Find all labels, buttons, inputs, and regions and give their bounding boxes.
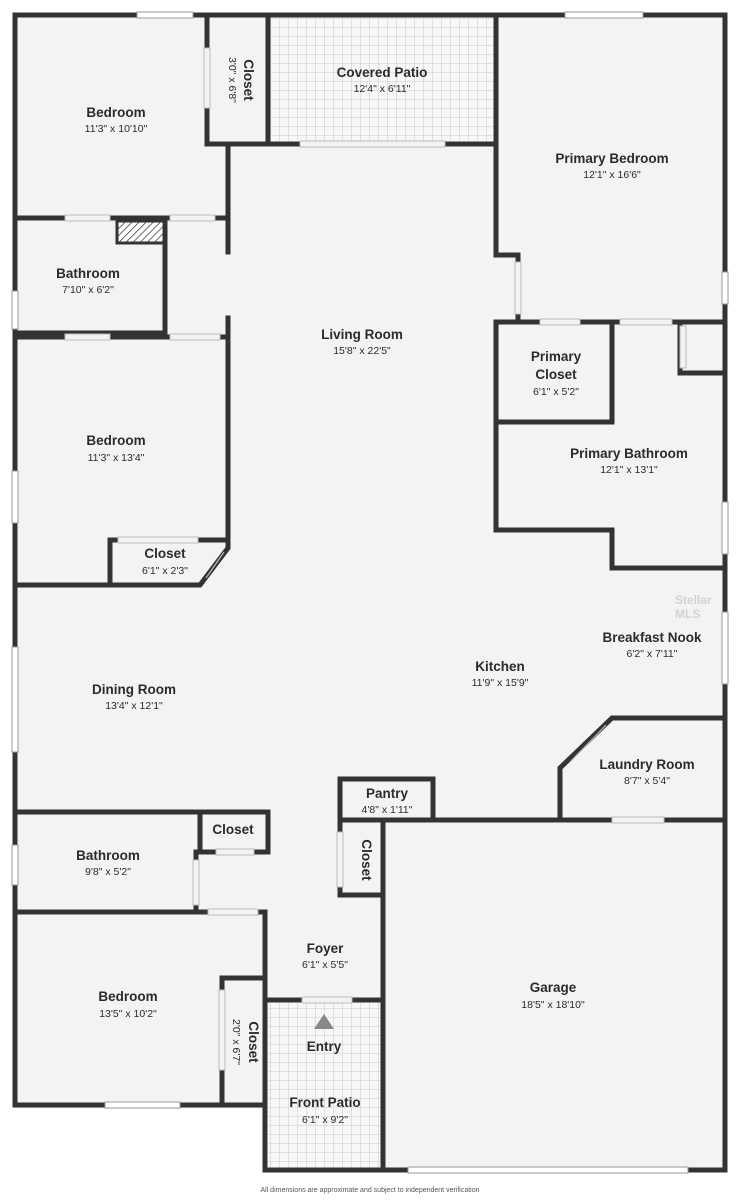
label-closet-sw: Closet xyxy=(212,822,254,837)
room-labels: Bedroom 11'3" x 10'10" Closet 3'0" x 6'8… xyxy=(56,57,702,1126)
dim-living-room: 15'8" x 22'5" xyxy=(333,345,391,357)
door-arcs xyxy=(205,551,607,763)
dim-bathroom-n: 7'10" x 6'2" xyxy=(62,284,114,296)
dim-bedroom-s: 13'5" x 10'2" xyxy=(99,1008,157,1020)
label-bedroom-s: Bedroom xyxy=(98,989,157,1004)
label-bedroom-nw: Bedroom xyxy=(86,105,145,120)
dim-primary-bathroom: 12'1" x 13'1" xyxy=(600,464,658,476)
door-openings xyxy=(64,47,687,1071)
dim-breakfast-nook: 6'2" x 7'11" xyxy=(627,648,678,660)
dim-pantry: 4'8" x 1'11" xyxy=(362,804,413,816)
label-primary-closet-1: Primary xyxy=(531,349,582,364)
label-bathroom-n: Bathroom xyxy=(56,266,120,281)
entry-arrow-icon xyxy=(314,1014,334,1029)
label-foyer: Foyer xyxy=(307,941,345,956)
dim-closet-w: 6'1" x 2'3" xyxy=(142,565,188,577)
label-closet-w: Closet xyxy=(144,546,186,561)
dim-covered-patio: 12'4" x 6'11" xyxy=(354,83,411,95)
label-primary-bedroom: Primary Bedroom xyxy=(555,151,668,166)
label-garage: Garage xyxy=(530,980,577,995)
watermark: Stellar MLS xyxy=(675,593,712,621)
label-closet-s: Closet xyxy=(246,1021,261,1063)
dim-laundry-room: 8'7" x 5'4" xyxy=(624,775,670,787)
dim-closet-s: 2'0" x 6'7" xyxy=(230,1019,242,1065)
label-kitchen: Kitchen xyxy=(475,659,525,674)
label-closet-hall: Closet xyxy=(359,839,374,881)
label-living-room: Living Room xyxy=(321,327,403,342)
vent-hatch xyxy=(115,219,166,245)
dim-garage: 18'5" x 18'10" xyxy=(521,999,585,1011)
label-entry: Entry xyxy=(307,1039,342,1054)
label-primary-bathroom: Primary Bathroom xyxy=(570,446,688,461)
dim-front-patio: 6'1" x 9'2" xyxy=(302,1114,348,1126)
dim-bedroom-nw: 11'3" x 10'10" xyxy=(85,123,148,135)
dim-bedroom-w: 11'3" x 13'4" xyxy=(88,452,145,464)
label-front-patio: Front Patio xyxy=(289,1095,360,1110)
label-closet-nw: Closet xyxy=(241,59,256,101)
dim-primary-bedroom: 12'1" x 16'6" xyxy=(583,169,641,181)
label-covered-patio: Covered Patio xyxy=(337,65,428,80)
floor-area xyxy=(15,15,725,1170)
dim-primary-closet: 6'1" x 5'2" xyxy=(533,386,579,398)
label-bedroom-w: Bedroom xyxy=(86,433,145,448)
label-pantry: Pantry xyxy=(366,786,409,801)
label-laundry-room: Laundry Room xyxy=(599,757,694,772)
windows xyxy=(11,11,729,1174)
walls xyxy=(12,12,728,1173)
dim-bathroom-s: 9'8" x 5'2" xyxy=(85,866,131,878)
label-dining-room: Dining Room xyxy=(92,682,176,697)
label-breakfast-nook: Breakfast Nook xyxy=(602,630,702,645)
dim-dining-room: 13'4" x 12'1" xyxy=(105,700,163,712)
dim-closet-nw: 3'0" x 6'8" xyxy=(226,57,238,103)
dim-kitchen: 11'9" x 15'9" xyxy=(472,677,529,689)
dim-foyer: 6'1" x 5'5" xyxy=(302,959,348,971)
label-primary-closet-2: Closet xyxy=(535,367,577,382)
footer-disclaimer: All dimensions are approximate and subje… xyxy=(260,1187,480,1194)
label-bathroom-s: Bathroom xyxy=(76,848,140,863)
